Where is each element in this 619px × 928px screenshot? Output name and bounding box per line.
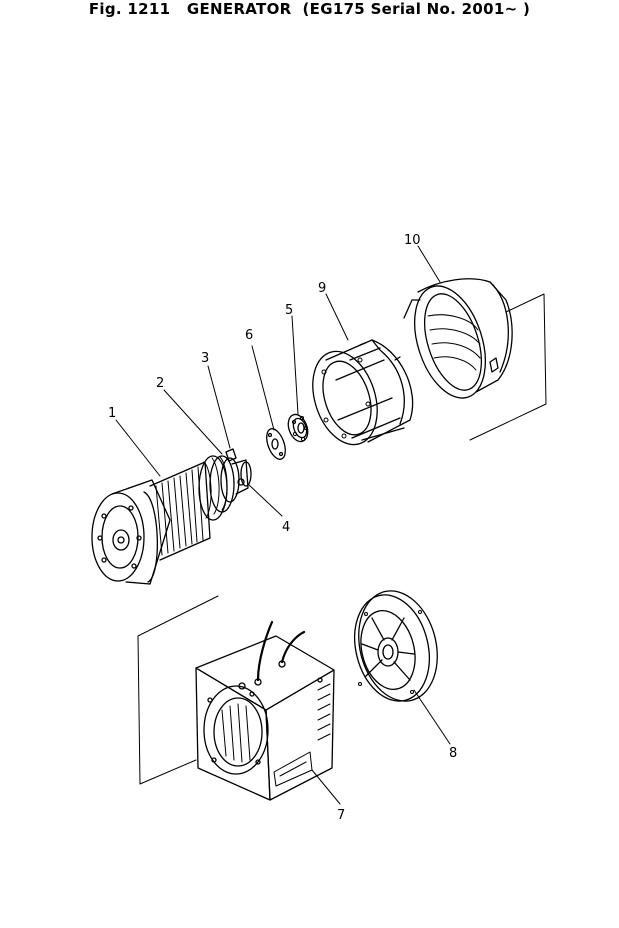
plate-part xyxy=(266,428,286,460)
callout-1: 1 xyxy=(108,406,116,421)
callout-7: 7 xyxy=(337,808,345,823)
end-cover-part xyxy=(354,590,438,702)
callout-numbers: 1 2 3 4 5 6 7 8 9 10 xyxy=(108,233,457,823)
callout-8: 8 xyxy=(449,746,457,761)
callout-5: 5 xyxy=(285,303,293,318)
callout-10: 10 xyxy=(404,233,421,248)
callout-6: 6 xyxy=(245,328,253,343)
callout-3: 3 xyxy=(201,351,209,366)
callout-4: 4 xyxy=(282,520,290,535)
rotor-part xyxy=(91,448,252,585)
callout-9: 9 xyxy=(318,281,326,296)
bearing-part xyxy=(287,413,309,443)
leader-lines xyxy=(115,245,451,805)
cover-band-part xyxy=(403,278,547,441)
bracket-part xyxy=(312,339,414,446)
figure-title: Fig. 1211 GENERATOR (EG175 Serial No. 20… xyxy=(88,0,531,18)
callout-2: 2 xyxy=(156,376,164,391)
stator-housing-part xyxy=(137,595,335,801)
